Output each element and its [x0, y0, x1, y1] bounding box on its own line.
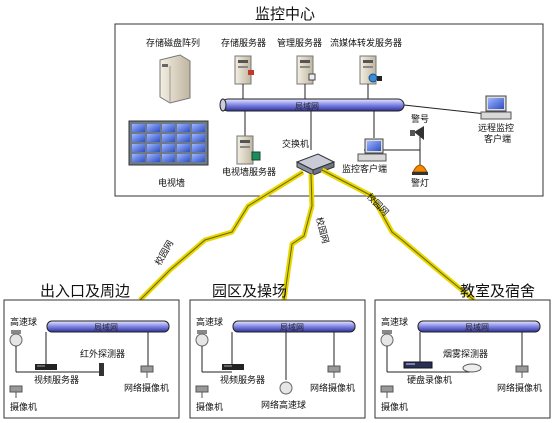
site-entrance-title: 出入口及周边: [40, 282, 130, 300]
smoke-detector-icon: [462, 363, 482, 373]
speed-dome-icon: [195, 330, 209, 347]
site-entrance-lan: 局域网: [94, 322, 118, 332]
remote-client-label-2: 客户端: [484, 133, 511, 145]
video-server-icon: [222, 364, 244, 370]
site-entrance-netcam-label: 网络摄像机: [124, 382, 169, 394]
site-classroom-smoke-label: 烟雾探测器: [443, 348, 488, 360]
alarm-light-label: 警灯: [411, 177, 429, 189]
tv-wall-label: 电视墙: [158, 177, 185, 189]
tv-wall-server-label: 电视墙服务器: [222, 166, 276, 178]
site-classroom-dome-label: 高速球: [381, 316, 408, 328]
site-campus: 园区及操场 局域网 高速球 视频服务器 摄像机 网络高速球 网络摄: [189, 282, 366, 419]
site-campus-netdome-label: 网络高速球: [261, 399, 306, 411]
monitoring-client-label: 监控客户端: [342, 163, 387, 175]
campus-net-label-left: 校园网: [152, 238, 176, 267]
site-classroom-lan: 局域网: [465, 322, 489, 332]
speed-dome-icon: [380, 330, 394, 347]
site-campus-camera-label: 摄像机: [196, 401, 223, 413]
site-entrance-dome-label: 高速球: [10, 316, 37, 328]
alarm-horn-label: 警号: [411, 113, 429, 125]
center-lan-bus: [219, 98, 405, 112]
site-entrance-ir-label: 红外探测器: [80, 348, 125, 360]
alarm-light-icon: [412, 164, 428, 175]
campus-net-label-middle: 校园网: [313, 216, 332, 245]
site-entrance-video-server-label: 视频服务器: [34, 374, 79, 386]
site-campus-dome-label: 高速球: [196, 316, 223, 328]
dvr-icon: [403, 361, 433, 369]
storage-server-label: 存储服务器: [221, 37, 266, 49]
switch-label: 交换机: [282, 138, 309, 150]
site-classroom: 教室及宿舍 局域网 高速球 烟雾探测器 硬盘录像机 摄像机 网络摄: [374, 282, 551, 419]
alarm-horn-icon: [410, 126, 424, 140]
tv-wall-server-icon: [236, 135, 261, 165]
site-entrance-camera-label: 摄像机: [10, 401, 37, 413]
campus-net-links: [138, 167, 476, 302]
monitoring-center: 监控中心 存储磁盘阵列 存储服务器 管理服务器: [114, 5, 544, 197]
site-campus-lan: 局域网: [280, 322, 304, 332]
streaming-server-icon: [359, 55, 382, 85]
storage-array-icon: [159, 54, 191, 104]
management-server-icon: [296, 55, 316, 85]
network-speed-dome-icon: [279, 381, 293, 395]
camera-icon: [380, 385, 394, 398]
storage-server-icon: [234, 55, 254, 85]
site-campus-netcam-label: 网络摄像机: [310, 382, 355, 394]
remote-client-label-1: 远程监控: [478, 122, 514, 134]
infrared-detector-icon: [99, 363, 104, 376]
site-classroom-netcam-label: 网络摄像机: [497, 382, 542, 394]
camera-icon: [9, 385, 23, 398]
site-classroom-title: 教室及宿舍: [460, 282, 535, 300]
site-campus-video-server-label: 视频服务器: [220, 374, 265, 386]
site-classroom-dvr-label: 硬盘录像机: [407, 374, 452, 386]
tv-wall-icon: [128, 120, 209, 166]
camera-icon: [195, 385, 209, 398]
network-camera-icon: [140, 365, 154, 378]
speed-dome-icon: [9, 330, 23, 347]
site-entrance: 出入口及周边 局域网 高速球 视频服务器 红外探测器 摄像机 网络摄像机: [3, 282, 180, 419]
remote-client-icon: [480, 95, 512, 120]
video-server-icon: [35, 364, 57, 370]
storage-array-label: 存储磁盘阵列: [146, 37, 200, 49]
network-camera-icon: [327, 365, 341, 378]
site-classroom-camera-label: 摄像机: [381, 401, 408, 413]
center-lan-label: 局域网: [295, 101, 319, 111]
management-server-label: 管理服务器: [277, 37, 322, 49]
streaming-server-label: 流媒体转发服务器: [330, 37, 402, 49]
network-camera-icon: [515, 365, 529, 378]
monitoring-client-icon: [357, 138, 387, 162]
site-campus-title: 园区及操场: [212, 282, 287, 300]
center-title: 监控中心: [255, 5, 315, 23]
